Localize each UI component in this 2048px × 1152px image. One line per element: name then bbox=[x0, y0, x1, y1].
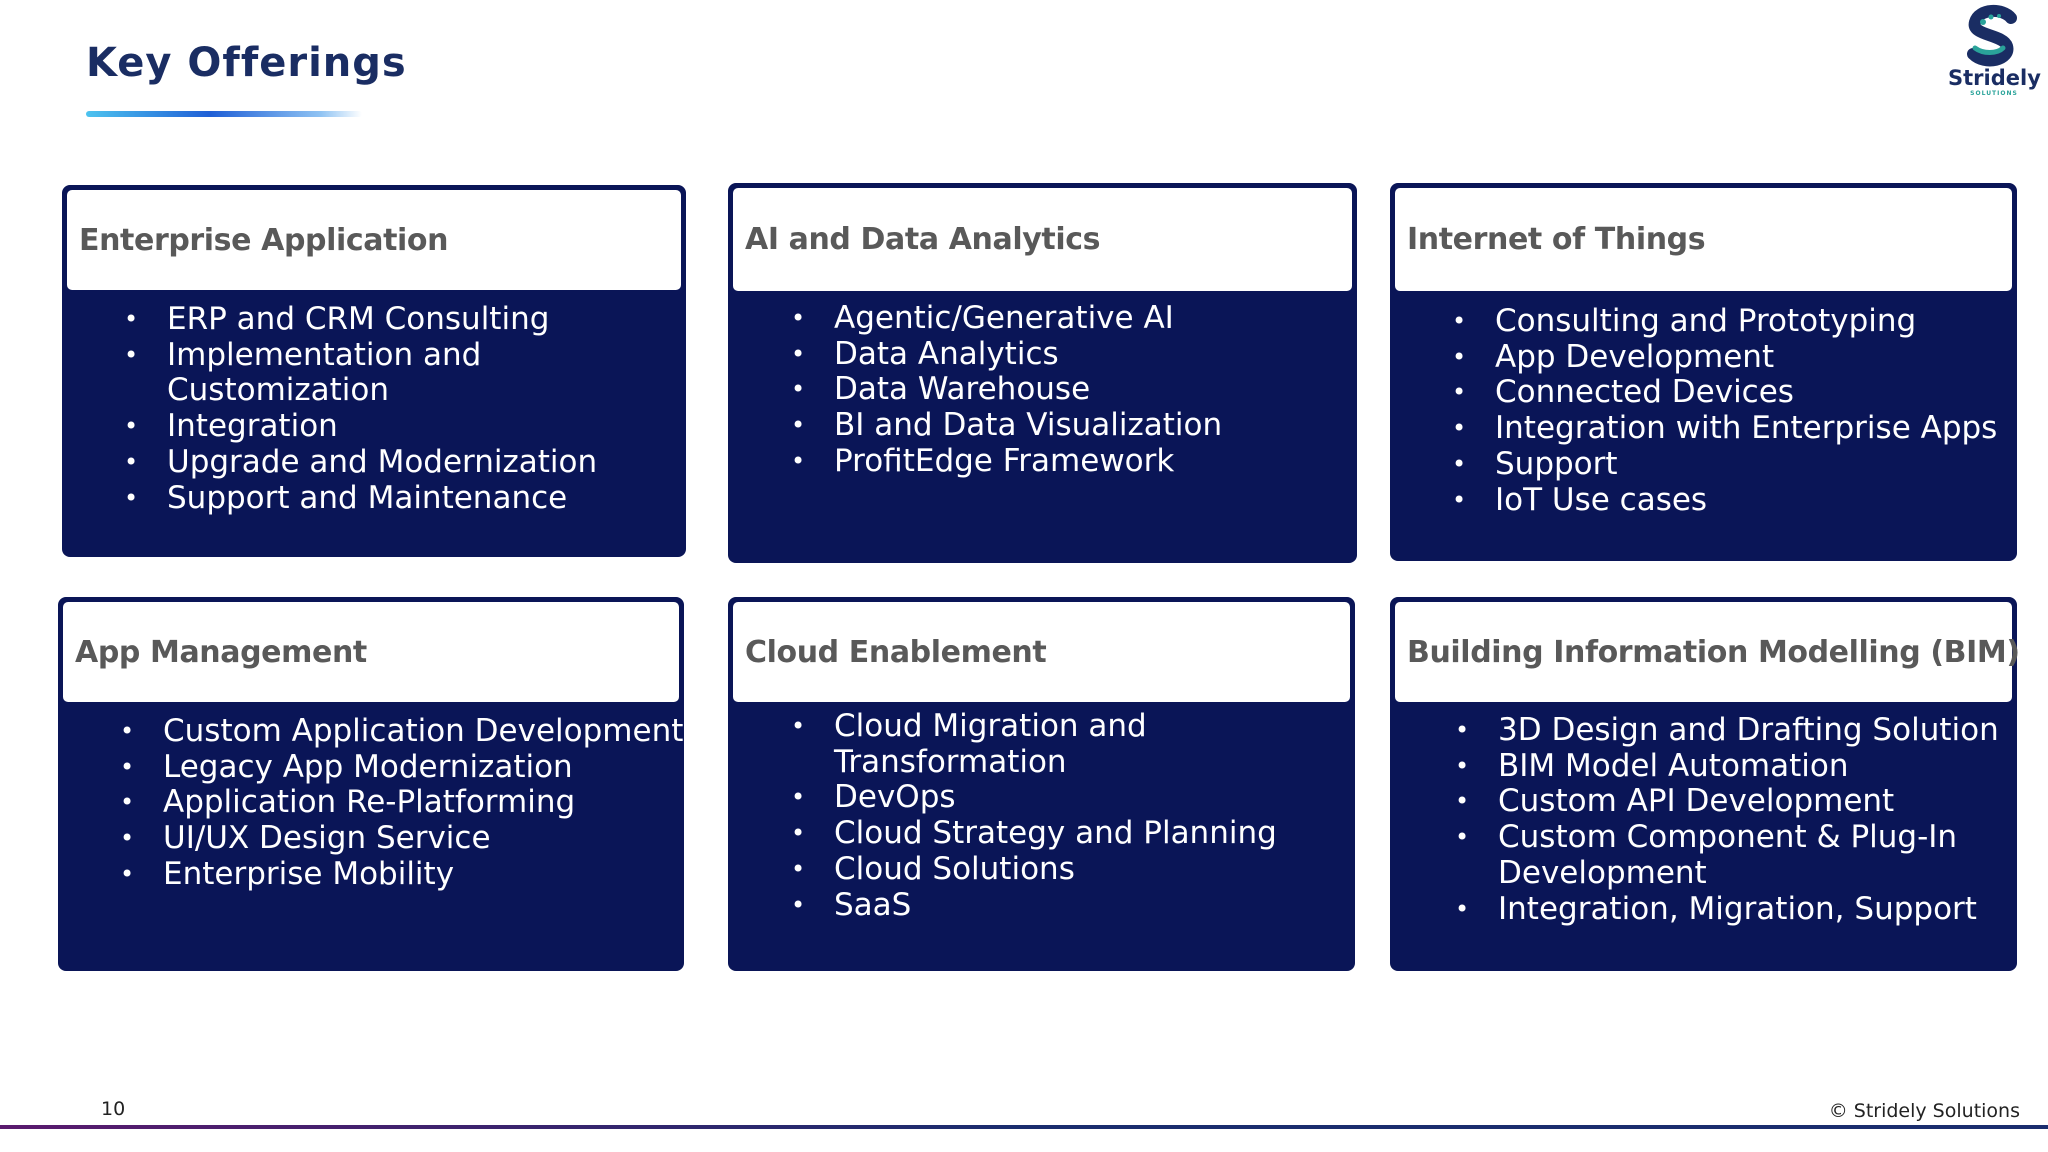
list-item: BIM Model Automation bbox=[1447, 748, 1999, 785]
footer-divider bbox=[0, 1125, 2048, 1129]
list-item-continuation: Development bbox=[1498, 854, 1707, 891]
list-item: Integration with Enterprise Apps bbox=[1444, 410, 1997, 447]
list-item: Implementation and bbox=[116, 337, 597, 374]
list-item: Integration, Migration, Support bbox=[1447, 891, 1999, 928]
card-cloud-enablement: Cloud Enablement Cloud Migration and Tra… bbox=[728, 597, 1355, 971]
card-title: Building Information Modelling (BIM) bbox=[1407, 634, 2020, 670]
card-list: Custom Application Development Legacy Ap… bbox=[112, 713, 683, 893]
list-item: Data Warehouse bbox=[783, 372, 1222, 408]
list-item: Upgrade and Modernization bbox=[116, 444, 597, 481]
card-bim: Building Information Modelling (BIM) 3D … bbox=[1390, 597, 2020, 971]
card-header: App Management bbox=[58, 597, 684, 707]
list-item: Enterprise Mobility bbox=[112, 856, 683, 893]
page-number: 10 bbox=[101, 1098, 126, 1120]
page-title: Key Offerings bbox=[86, 40, 407, 86]
list-item: Consulting and Prototyping bbox=[1444, 303, 1997, 340]
list-item: Legacy App Modernization bbox=[112, 749, 683, 786]
card-title: Enterprise Application bbox=[79, 222, 449, 258]
list-item: Support and Maintenance bbox=[116, 480, 597, 517]
card-header: Building Information Modelling (BIM) bbox=[1390, 597, 2020, 707]
card-title: AI and Data Analytics bbox=[745, 222, 1101, 257]
list-item: Data Analytics bbox=[783, 336, 1222, 373]
card-list: Cloud Migration and Transformation DevOp… bbox=[783, 708, 1277, 924]
card-enterprise-application: Enterprise Application ERP and CRM Consu… bbox=[62, 185, 686, 557]
list-item: Agentic/Generative AI bbox=[783, 300, 1222, 337]
card-header: Internet of Things bbox=[1390, 183, 2017, 296]
logo-subtitle: SOLUTIONS bbox=[1970, 90, 2018, 97]
list-item-continuation: Customization bbox=[167, 372, 390, 409]
card-list: Agentic/Generative AI Data Analytics Dat… bbox=[783, 300, 1222, 480]
list-item-continuation: Transformation bbox=[834, 743, 1067, 780]
card-app-management: App Management Custom Application Develo… bbox=[58, 597, 684, 971]
card-list: ERP and CRM Consulting Implementation an… bbox=[116, 301, 597, 517]
card-header: Cloud Enablement bbox=[728, 597, 1355, 707]
card-list: 3D Design and Drafting Solution BIM Mode… bbox=[1447, 712, 1999, 928]
list-item: 3D Design and Drafting Solution bbox=[1447, 712, 1999, 749]
list-item: DevOps bbox=[783, 780, 1277, 816]
card-list: Consulting and Prototyping App Developme… bbox=[1444, 303, 1997, 519]
list-item: App Development bbox=[1444, 339, 1997, 376]
list-item: Integration bbox=[116, 408, 597, 445]
card-ai-data-analytics: AI and Data Analytics Agentic/Generative… bbox=[728, 183, 1357, 563]
list-item: ERP and CRM Consulting bbox=[116, 301, 597, 338]
card-header: Enterprise Application bbox=[62, 185, 686, 295]
stridely-s-logo-icon bbox=[1967, 5, 2017, 67]
list-item: Connected Devices bbox=[1444, 375, 1997, 411]
title-underline bbox=[86, 111, 362, 117]
copyright-text: © Stridely Solutions bbox=[1828, 1100, 2020, 1122]
company-logo: Stridely SOLUTIONS bbox=[1948, 4, 2041, 104]
list-item: Support bbox=[1444, 446, 1997, 483]
list-item: ProfitEdge Framework bbox=[783, 443, 1222, 480]
list-item: UI/UX Design Service bbox=[112, 820, 683, 857]
card-internet-of-things: Internet of Things Consulting and Protot… bbox=[1390, 183, 2017, 561]
list-item: Custom API Development bbox=[1447, 784, 1999, 820]
logo-name: Stridely bbox=[1948, 66, 2041, 90]
list-item: Application Re-Platforming bbox=[112, 785, 683, 821]
list-item: Custom Component & Plug-In bbox=[1447, 819, 1999, 856]
list-item: IoT Use cases bbox=[1444, 482, 1997, 519]
list-item: Cloud Solutions bbox=[783, 851, 1277, 888]
list-item: BI and Data Visualization bbox=[783, 407, 1222, 444]
card-title: Internet of Things bbox=[1407, 222, 1706, 257]
list-item: SaaS bbox=[783, 887, 1277, 924]
list-item: Cloud Strategy and Planning bbox=[783, 815, 1277, 852]
card-title: Cloud Enablement bbox=[745, 634, 1047, 670]
card-header: AI and Data Analytics bbox=[728, 183, 1357, 296]
list-item: Cloud Migration and bbox=[783, 708, 1277, 745]
list-item: Custom Application Development bbox=[112, 713, 683, 750]
card-title: App Management bbox=[75, 634, 367, 670]
